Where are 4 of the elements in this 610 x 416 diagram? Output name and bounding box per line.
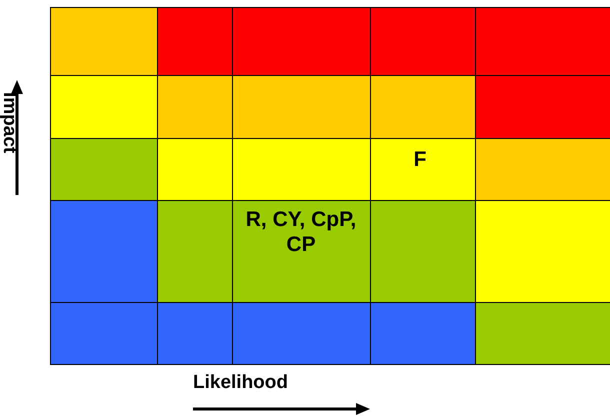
cell-text: R, CY, CpP, CP	[244, 207, 358, 257]
axis-label: Likelihood	[193, 371, 288, 395]
axis-label: Impact	[0, 92, 21, 154]
cell-text: F	[412, 147, 428, 172]
